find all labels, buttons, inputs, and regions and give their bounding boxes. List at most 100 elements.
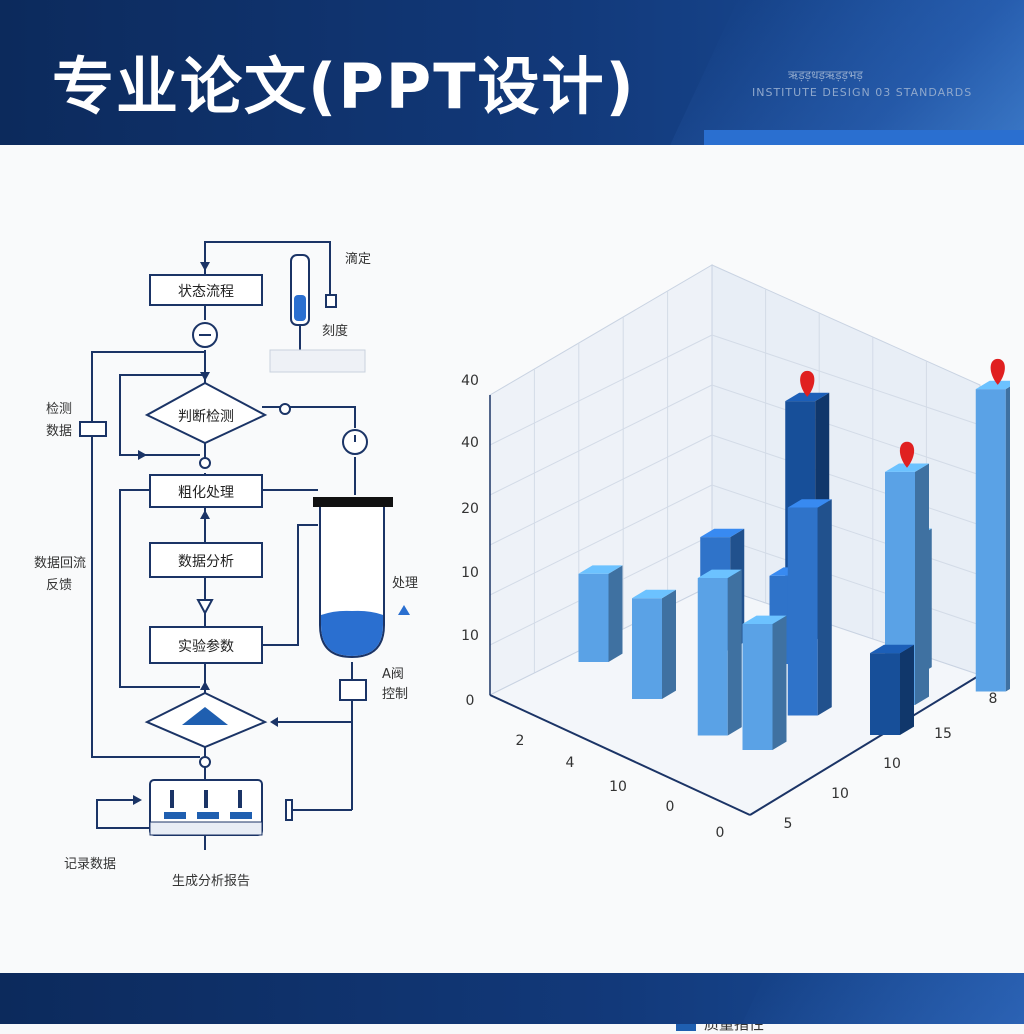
y-tick-label: 20 xyxy=(461,501,479,517)
bar-side xyxy=(727,569,742,736)
grid-line xyxy=(711,534,981,626)
flow-decision-1-label: 判断检测 xyxy=(178,409,234,425)
x-tick-label: 4 xyxy=(566,755,575,771)
page-title: 专业论文(PPT设计) xyxy=(52,50,636,123)
bar xyxy=(578,565,623,662)
bar xyxy=(975,358,1010,692)
grid-line xyxy=(489,484,713,596)
y-tick-label: 10 xyxy=(461,565,479,581)
label-small-box: 刻度 xyxy=(322,323,348,339)
bar-front xyxy=(697,578,728,736)
flow-line-bottom-loop xyxy=(96,799,152,829)
grid-line xyxy=(489,384,713,496)
bar-top xyxy=(870,644,914,654)
z-tick-label: 15 xyxy=(934,726,952,742)
bar-side xyxy=(1005,386,1010,692)
arrow-head-3 xyxy=(200,510,210,519)
label-bottom: 生成分析报告 xyxy=(172,874,250,889)
label-left-2b: 反馈 xyxy=(46,578,72,593)
bar-front xyxy=(975,389,1006,692)
label-left-1a: 检测 xyxy=(46,402,72,417)
bar-front xyxy=(578,573,609,662)
bar-top xyxy=(885,463,929,472)
y-tick-label: 10 xyxy=(461,628,479,644)
grid-line xyxy=(489,334,713,446)
marker-pin-icon xyxy=(899,441,915,468)
grid-line xyxy=(489,434,713,546)
bar-side xyxy=(915,463,929,705)
arrow-head-4 xyxy=(200,681,210,690)
bar-front xyxy=(787,507,818,716)
footer-decoration xyxy=(742,973,1024,1024)
bar xyxy=(742,615,787,750)
z-tick-label: 10 xyxy=(831,786,849,802)
flow-box-3 xyxy=(149,542,263,578)
label-bottom-left: 记录数据 xyxy=(64,857,116,872)
flow-box-3-label: 数据分析 xyxy=(178,554,234,570)
bar-side xyxy=(900,644,914,735)
flow-loop-mid xyxy=(119,374,205,456)
bar-side xyxy=(817,499,832,716)
flow-box-4 xyxy=(149,626,263,664)
bar xyxy=(697,569,742,736)
bar-top xyxy=(975,380,1010,390)
bar-top xyxy=(787,499,832,508)
syringe-icon xyxy=(269,254,366,373)
bar-side xyxy=(772,615,787,750)
y-tick-label: 40 xyxy=(461,435,479,451)
flow-line-right-1 xyxy=(262,406,356,428)
bar xyxy=(632,589,676,699)
grid-line xyxy=(711,434,981,526)
flow-loop-inner xyxy=(119,489,200,688)
flow-box-2-label: 粗化处理 xyxy=(178,485,234,501)
arrow-head-7 xyxy=(138,450,147,460)
bar xyxy=(870,644,914,735)
bar-front xyxy=(870,653,900,735)
flow-box-1 xyxy=(149,274,263,306)
header-accent-stripe xyxy=(704,130,1024,145)
grid-line xyxy=(711,384,981,476)
flow-line-right-4 xyxy=(262,524,318,646)
bar-top xyxy=(700,528,745,538)
arrow-head-2 xyxy=(200,372,210,381)
process-flowchart: 状态流程 滴定 刻度 判断检测 检测 数据 数据回流 反馈 粗化处理 xyxy=(34,241,418,889)
z-tick-label: 8 xyxy=(989,691,998,707)
marker-pin-icon xyxy=(800,370,815,397)
flow-box-4-label: 实验参数 xyxy=(178,638,234,655)
flow-loop-outer xyxy=(91,351,205,758)
label-valve-a: A阀 xyxy=(382,667,404,682)
header-banner: 专业论文(PPT设计) ऋड़ड़धड़ऋड़ड़भड़ INSTITUTE D… xyxy=(0,0,1024,145)
x-tick-label: 0 xyxy=(716,825,725,841)
label-top-right: 滴定 xyxy=(345,251,371,267)
bar-top xyxy=(785,392,830,402)
flow-box-2 xyxy=(149,474,263,508)
grid-line xyxy=(711,484,981,576)
footer-banner xyxy=(0,973,1024,1024)
x-axis-line xyxy=(489,694,751,816)
arrow-head-5 xyxy=(270,717,278,727)
x-tick-label: 0 xyxy=(666,799,675,815)
valve-box xyxy=(339,679,367,701)
bar-front xyxy=(742,624,773,750)
flow-decision-1 xyxy=(144,381,268,445)
bar-top xyxy=(578,565,623,574)
arrow-head-6 xyxy=(133,795,142,805)
pointer-icon xyxy=(398,605,410,615)
header-subtitle-2: INSTITUTE DESIGN 03 STANDARDS xyxy=(752,86,973,99)
label-tube: 处理 xyxy=(392,576,418,591)
bar-side xyxy=(608,565,623,662)
bar-top xyxy=(632,589,676,599)
arrow-head-1 xyxy=(200,262,210,271)
decision-2-fill xyxy=(182,707,228,725)
bar-side xyxy=(662,589,676,699)
label-valve-b: 控制 xyxy=(382,687,408,702)
x-tick-label: 2 xyxy=(516,733,525,749)
slide-content: 状态流程 滴定 刻度 判断检测 检测 数据 数据回流 反馈 粗化处理 xyxy=(0,145,1024,1033)
bar-front xyxy=(632,598,662,699)
marker-pin-icon xyxy=(990,358,1005,385)
device-panel xyxy=(149,779,293,836)
header-subtitle-1: ऋड़ड़धड़ऋड़ड़भड़ xyxy=(788,68,863,82)
bar-top xyxy=(697,569,742,578)
label-left-2a: 数据回流 xyxy=(34,556,86,571)
